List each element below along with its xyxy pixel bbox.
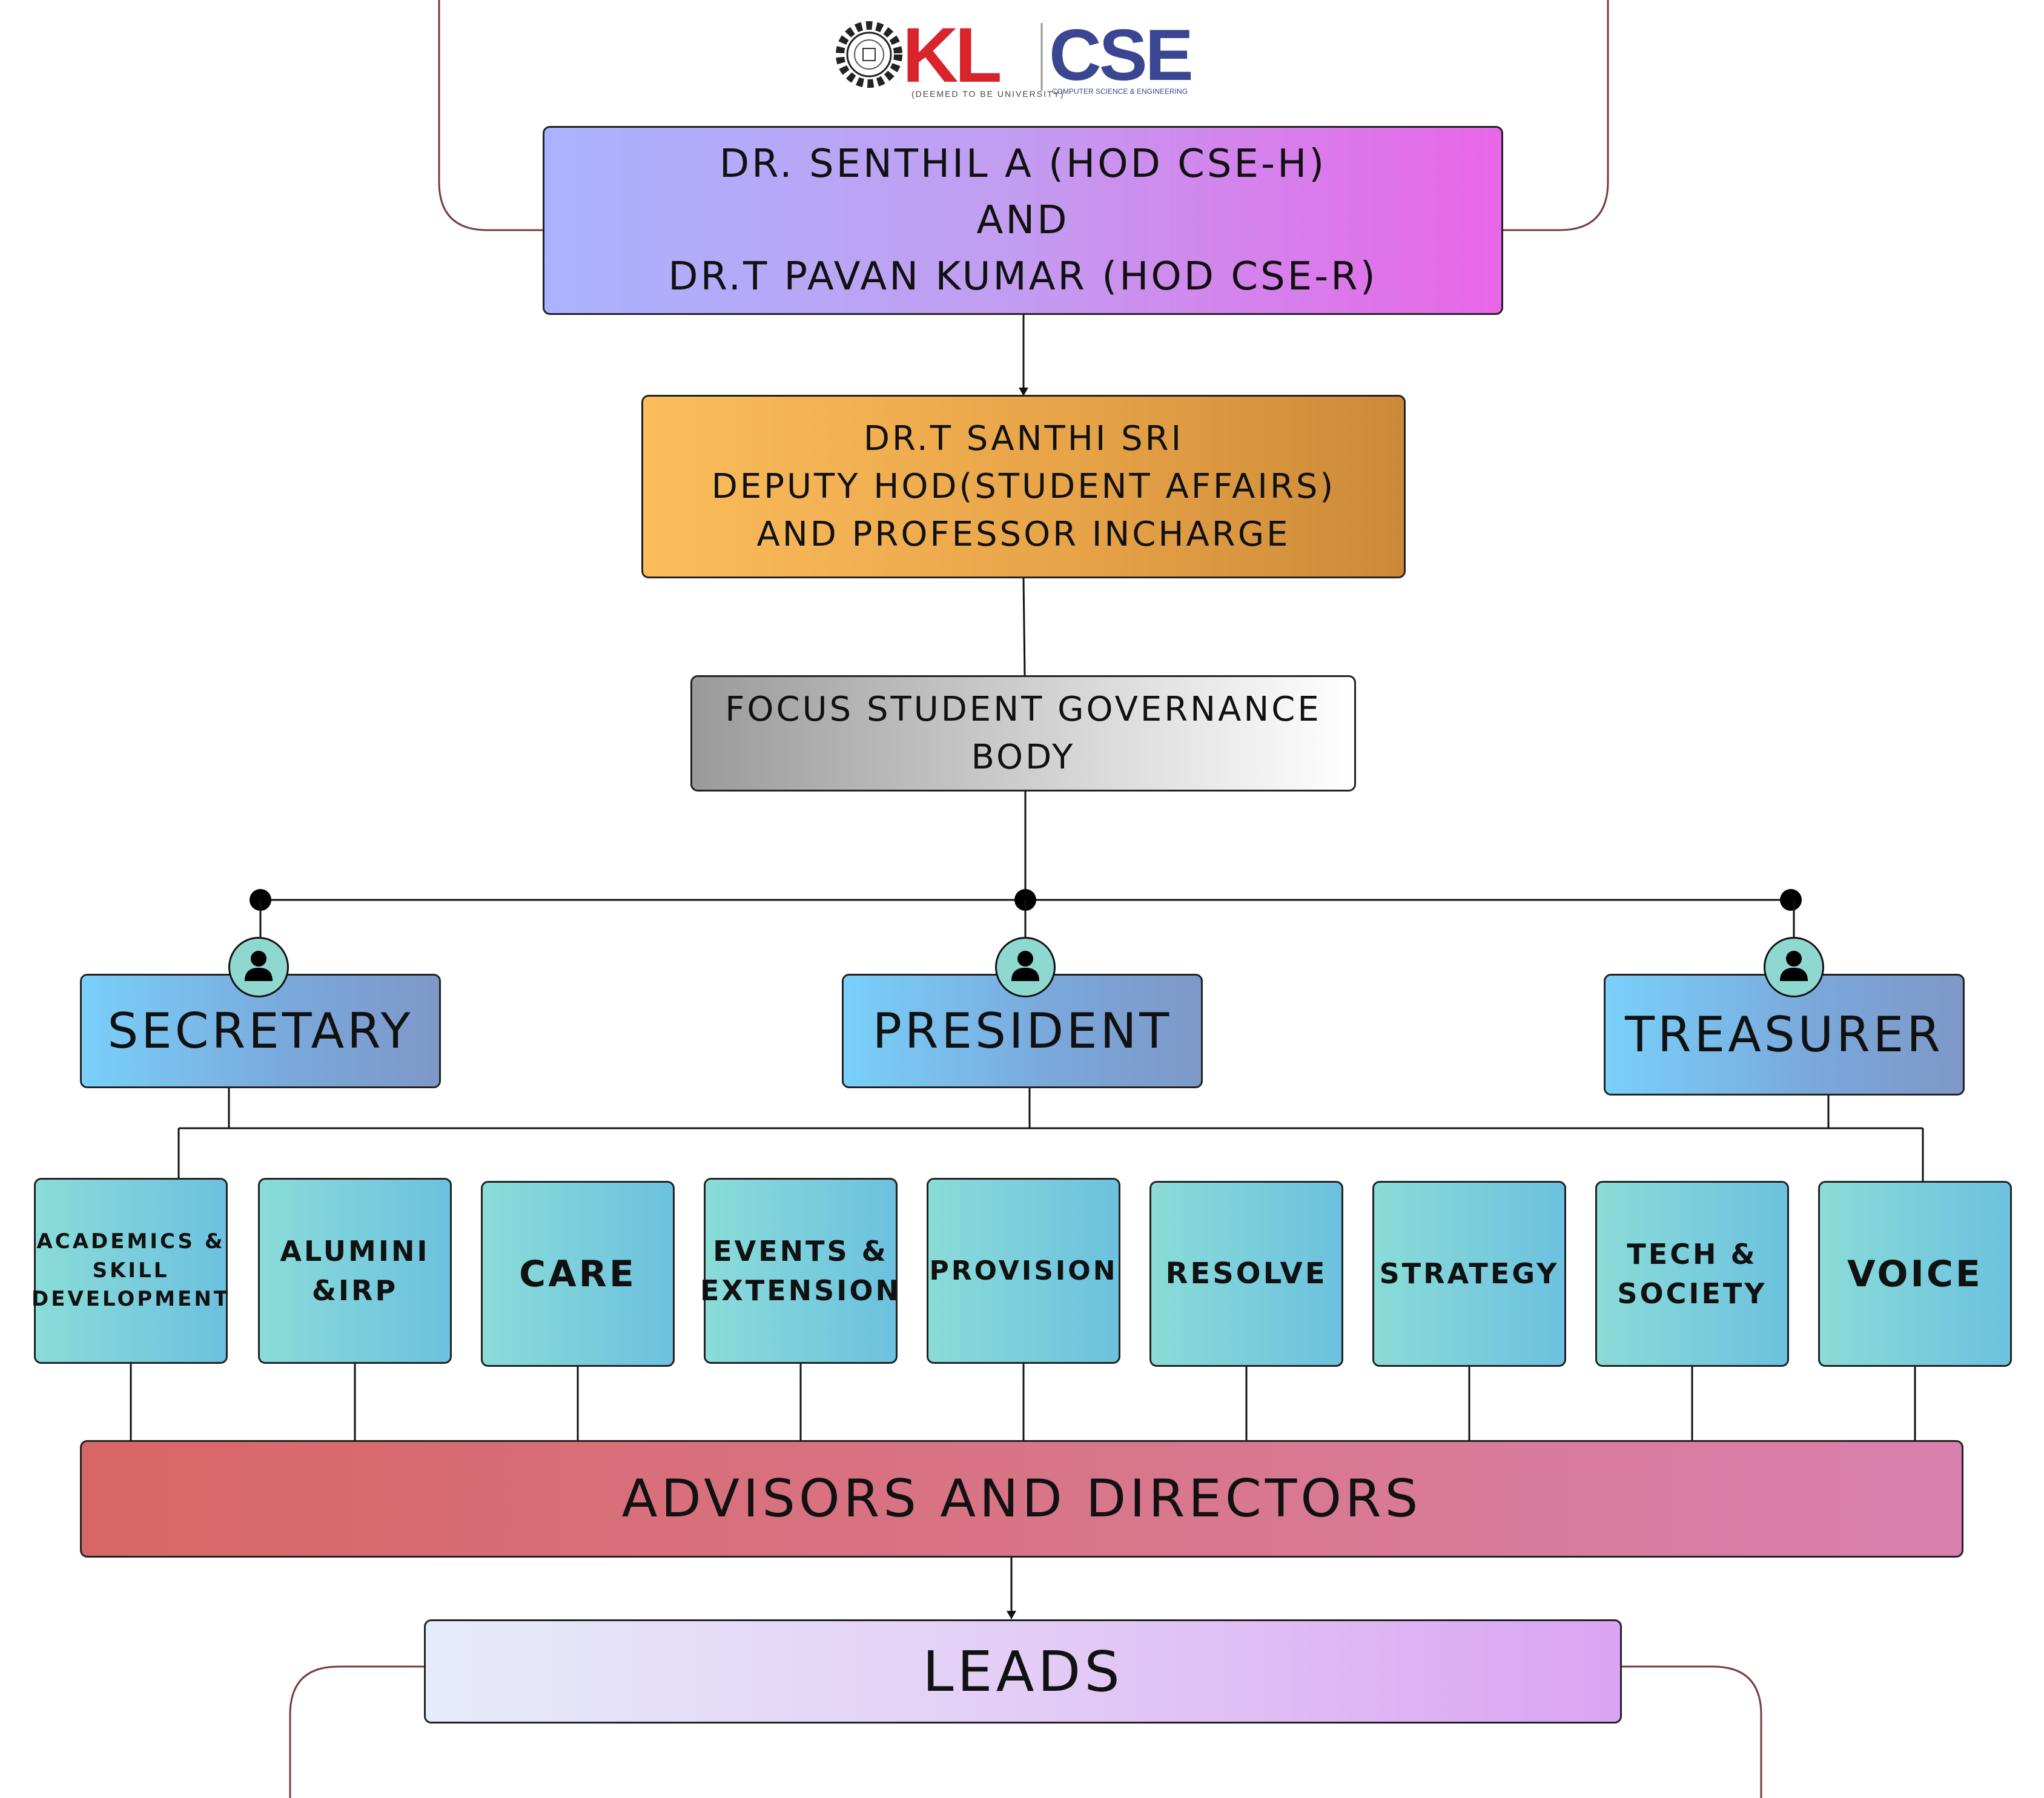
committee-label-line: ALUMINI: [280, 1235, 430, 1268]
president-box: PRESIDENT: [842, 974, 1203, 1088]
hod-box: DR. SENTHIL A (HOD CSE-H) AND DR.T PAVAN…: [543, 126, 1503, 315]
logo-department-text: COMPUTER SCIENCE & ENGINEERING: [1052, 87, 1188, 96]
hod-line-1: DR. SENTHIL A (HOD CSE-H): [719, 141, 1327, 187]
secretary-box: SECRETARY: [80, 974, 441, 1088]
committee-label-line: EVENTS &: [713, 1235, 888, 1268]
committee-label-line: CARE: [519, 1252, 637, 1295]
committee-label-line: ACADEMICS &: [36, 1229, 225, 1254]
committee-box: EVENTS & EXTENSION: [700, 1178, 899, 1364]
deputy-hod-box: DR.T SANTHI SRI DEPUTY HOD(STUDENT AFFAI…: [641, 395, 1406, 578]
secretary-person-icon: [228, 937, 289, 997]
hod-line-3: DR.T PAVAN KUMAR (HOD CSE-R): [668, 254, 1378, 299]
committee-box: ACADEMICS & SKILL DEVELOPMENT: [31, 1178, 230, 1364]
logo-university-text: (DEEMED TO BE UNIVERSITY): [911, 89, 1065, 99]
advisors-label: ADVISORS AND DIRECTORS: [621, 1469, 1422, 1529]
committee-box: STRATEGY: [1372, 1181, 1566, 1367]
committee-label-line: DEVELOPMENT: [31, 1287, 230, 1312]
treasurer-person-icon: [1764, 937, 1824, 997]
bottom-frame-left: [289, 1665, 424, 1798]
committee-drop-lines: [130, 1364, 1916, 1440]
top-frame-left: [438, 0, 543, 231]
committee-label-line: PROVISION: [929, 1255, 1118, 1286]
leads-box: LEADS: [424, 1619, 1622, 1724]
gear-emblem-icon: [836, 21, 902, 88]
logo-cse-text: CSE: [1049, 15, 1191, 96]
treasurer-node-dot: [1780, 889, 1802, 911]
committee-box: VOICE: [1818, 1181, 2012, 1367]
bottom-frame-right: [1622, 1665, 1762, 1798]
committee-label-line: EXTENSION: [700, 1274, 902, 1307]
deputy-line-2: DEPUTY HOD(STUDENT AFFAIRS): [711, 467, 1336, 506]
deputy-line-3: AND PROFESSOR INCHARGE: [756, 515, 1291, 554]
hod-to-deputy-arrow: [1019, 388, 1028, 396]
committee-label-line: SOCIETY: [1617, 1277, 1767, 1310]
advisors-directors-box: ADVISORS AND DIRECTORS: [80, 1440, 1963, 1558]
committee-box: RESOLVE: [1149, 1181, 1343, 1367]
committee-box: ALUMINI&IRP: [258, 1178, 452, 1364]
top-frame-right: [1503, 0, 1609, 231]
committee-label-line: VOICE: [1847, 1252, 1983, 1295]
advisors-to-leads-arrow: [1007, 1611, 1016, 1619]
committee-box: TECH & SOCIETY: [1595, 1181, 1789, 1367]
governance-line-1: FOCUS STUDENT GOVERNANCE: [725, 690, 1321, 729]
committee-label-line: SKILL: [92, 1258, 170, 1283]
leads-label: LEADS: [922, 1639, 1123, 1704]
president-label: PRESIDENT: [872, 1003, 1172, 1059]
deputy-line-1: DR.T SANTHI SRI: [863, 419, 1184, 458]
kl-cse-logo: KL (DEEMED TO BE UNIVERSITY) CSE COMPUTE…: [836, 12, 1194, 99]
committee-box: CARE: [481, 1181, 675, 1367]
committee-label-line: &IRP: [311, 1274, 399, 1307]
treasurer-label: TREASURER: [1625, 1006, 1943, 1063]
committee-label-line: RESOLVE: [1165, 1256, 1328, 1291]
logo-kl-text: KL: [902, 12, 1000, 99]
hod-line-2: AND: [976, 197, 1070, 243]
committee-label-line: TECH &: [1627, 1238, 1758, 1271]
governance-body-box: FOCUS STUDENT GOVERNANCE BODY: [690, 675, 1356, 792]
deputy-to-governance-line: [1022, 578, 1026, 676]
committee-label-line: STRATEGY: [1379, 1257, 1559, 1291]
committee-box: PROVISION: [927, 1178, 1120, 1364]
president-person-icon: [995, 937, 1056, 997]
governance-line-2: BODY: [971, 738, 1076, 777]
secretary-label: SECRETARY: [107, 1003, 414, 1059]
